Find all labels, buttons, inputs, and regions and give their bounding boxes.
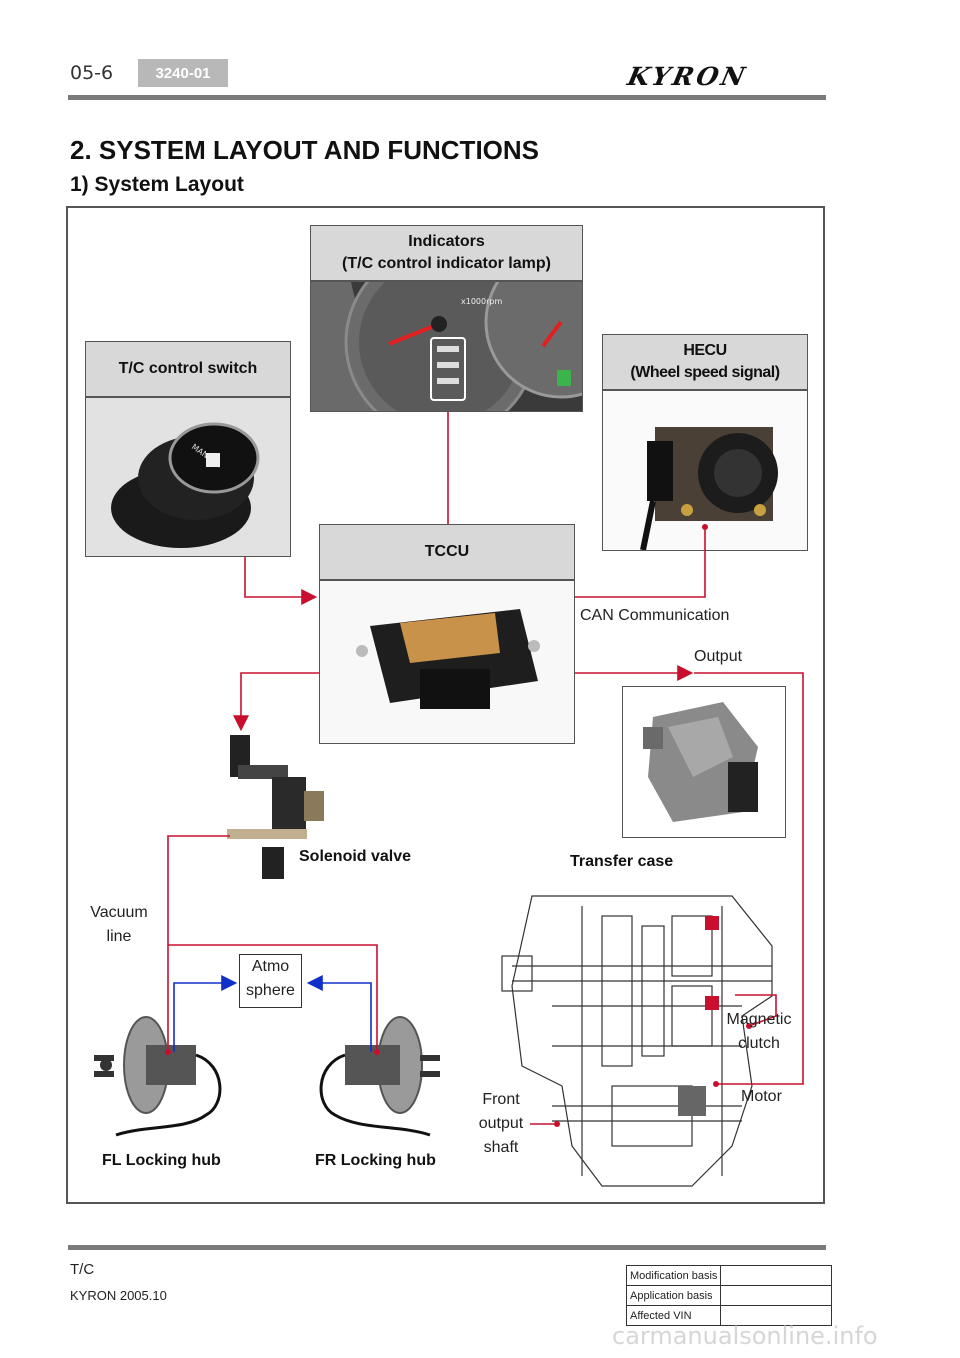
can-communication-label: CAN Communication bbox=[580, 607, 730, 624]
tccu-title: TCCU bbox=[424, 543, 470, 560]
tc-switch-caption: T/C control switch bbox=[85, 341, 291, 397]
table-cell-value bbox=[720, 1305, 833, 1326]
tccu-module-icon bbox=[356, 609, 540, 709]
hecu-caption: HECU (Wheel speed signal) bbox=[602, 334, 808, 390]
fr-locking-hub-photo bbox=[300, 1015, 450, 1145]
fl-locking-hub-photo bbox=[86, 1015, 236, 1145]
vacuum-line-label: Vacuum line bbox=[90, 904, 148, 945]
solenoid-valve-icon bbox=[227, 735, 324, 879]
fl-locking-hub-label: FL Locking hub bbox=[102, 1152, 221, 1169]
section-code: T/C bbox=[70, 1261, 95, 1278]
output-label: Output bbox=[694, 648, 743, 665]
control-knob-icon: MANUAL bbox=[86, 398, 290, 556]
transfer-case-icon bbox=[643, 702, 758, 822]
front-output-shaft-label: Front output shaft bbox=[478, 1091, 524, 1156]
tc-switch-photo: MANUAL bbox=[85, 397, 291, 557]
indicators-subtitle: (T/C control indicator lamp) bbox=[342, 255, 551, 272]
tccu-caption: TCCU bbox=[319, 524, 575, 580]
tc-switch-title: T/C control switch bbox=[118, 360, 258, 377]
solenoid-valve-label: Solenoid valve bbox=[299, 848, 412, 865]
page-title: 2. SYSTEM LAYOUT AND FUNCTIONS bbox=[70, 135, 540, 165]
solenoid-valve-photo bbox=[212, 735, 332, 883]
watermark: carmanualsonline.info bbox=[612, 1322, 878, 1350]
table-row: Modification basis bbox=[625, 1265, 833, 1286]
section-code-badge: 3240-01 bbox=[138, 59, 228, 87]
instrument-cluster-photo: x1000rpm bbox=[310, 281, 583, 412]
transfer-case-label: Transfer case bbox=[570, 853, 674, 870]
header-rule bbox=[68, 95, 826, 100]
cutaway-drawing-icon bbox=[501, 895, 773, 1187]
magnetic-clutch-label: Magnetic clutch bbox=[726, 1011, 792, 1052]
fr-hub-icon bbox=[319, 1016, 440, 1137]
section-subtitle: 1) System Layout bbox=[70, 173, 244, 196]
gauge-text: x1000rpm bbox=[461, 297, 502, 306]
indicators-caption: Indicators (T/C control indicator lamp) bbox=[310, 225, 583, 281]
page-number: 05-6 bbox=[70, 62, 114, 84]
model-year: KYRON 2005.10 bbox=[70, 1288, 167, 1303]
table-cell-label: Application basis bbox=[625, 1285, 722, 1306]
fr-locking-hub-label: FR Locking hub bbox=[315, 1152, 436, 1169]
fl-hub-icon bbox=[94, 1016, 222, 1137]
table-cell-label: Modification basis bbox=[625, 1265, 722, 1286]
footer-rule bbox=[68, 1245, 826, 1250]
system-layout-diagram bbox=[66, 206, 825, 1204]
table-row: Application basis bbox=[625, 1285, 833, 1306]
transfer-case-photo bbox=[622, 686, 786, 838]
hecu-subtitle: (Wheel speed signal) bbox=[630, 364, 780, 381]
instrument-cluster-icon: x1000rpm bbox=[311, 282, 582, 411]
atmosphere-box: Atmo sphere bbox=[239, 954, 302, 1008]
motor-label: Motor bbox=[741, 1088, 782, 1105]
table-cell-label: Affected VIN bbox=[625, 1305, 722, 1326]
tccu-photo bbox=[319, 580, 575, 744]
hecu-module-icon bbox=[640, 427, 778, 550]
basis-table: Modification basis Application basis Aff… bbox=[625, 1265, 833, 1326]
transfer-case-cutaway bbox=[492, 886, 782, 1196]
indicators-title: Indicators bbox=[408, 233, 485, 250]
hecu-title: HECU bbox=[683, 342, 727, 359]
table-cell-value bbox=[720, 1265, 833, 1286]
table-row: Affected VIN bbox=[625, 1305, 833, 1326]
table-cell-value bbox=[720, 1285, 833, 1306]
